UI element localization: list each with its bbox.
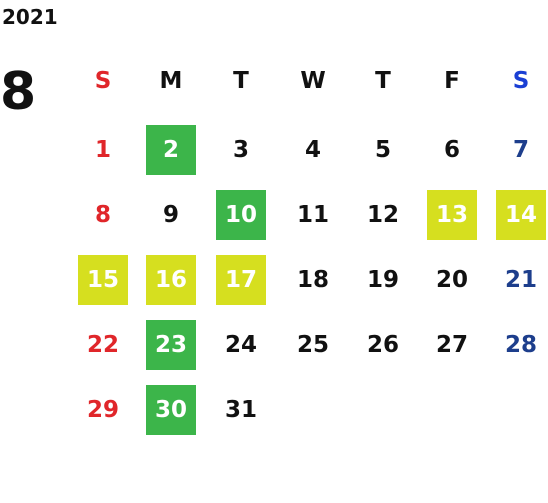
- day-cell-13[interactable]: 13: [427, 190, 477, 240]
- day-cell-27[interactable]: 27: [435, 332, 468, 358]
- day-cell-26[interactable]: 26: [366, 332, 399, 358]
- day-cell-23[interactable]: 23: [146, 320, 196, 370]
- day-cell-31[interactable]: 31: [224, 397, 257, 423]
- weekday-header-monday: M: [159, 68, 183, 94]
- day-cell-25[interactable]: 25: [296, 332, 329, 358]
- day-cell-11[interactable]: 11: [296, 202, 329, 228]
- day-cell-6[interactable]: 6: [443, 137, 460, 163]
- weekday-header-sunday: S: [94, 68, 112, 94]
- day-cell-22[interactable]: 22: [86, 332, 119, 358]
- day-cell-8[interactable]: 8: [94, 202, 111, 228]
- day-cell-10[interactable]: 10: [216, 190, 266, 240]
- day-cell-21[interactable]: 21: [504, 267, 537, 293]
- day-cell-15[interactable]: 15: [78, 255, 128, 305]
- weekday-header-saturday: S: [512, 68, 530, 94]
- day-cell-1[interactable]: 1: [94, 137, 111, 163]
- month-number: 8: [0, 62, 37, 122]
- day-cell-2[interactable]: 2: [146, 125, 196, 175]
- day-cell-4[interactable]: 4: [304, 137, 321, 163]
- day-cell-5[interactable]: 5: [374, 137, 391, 163]
- day-cell-17[interactable]: 17: [216, 255, 266, 305]
- day-cell-14[interactable]: 14: [496, 190, 546, 240]
- day-cell-29[interactable]: 29: [86, 397, 119, 423]
- day-cell-19[interactable]: 19: [366, 267, 399, 293]
- day-cell-30[interactable]: 30: [146, 385, 196, 435]
- day-cell-12[interactable]: 12: [366, 202, 399, 228]
- day-cell-18[interactable]: 18: [296, 267, 329, 293]
- day-cell-16[interactable]: 16: [146, 255, 196, 305]
- day-cell-7[interactable]: 7: [512, 137, 529, 163]
- weekday-header-wednesday: W: [300, 68, 326, 94]
- day-cell-28[interactable]: 28: [504, 332, 537, 358]
- day-cell-20[interactable]: 20: [435, 267, 468, 293]
- weekday-header-thursday: T: [375, 68, 391, 94]
- year-label: 2021: [2, 5, 58, 29]
- day-cell-24[interactable]: 24: [224, 332, 257, 358]
- day-cell-9[interactable]: 9: [162, 202, 179, 228]
- weekday-header-friday: F: [444, 68, 460, 94]
- day-cell-3[interactable]: 3: [232, 137, 249, 163]
- weekday-header-tuesday: T: [233, 68, 249, 94]
